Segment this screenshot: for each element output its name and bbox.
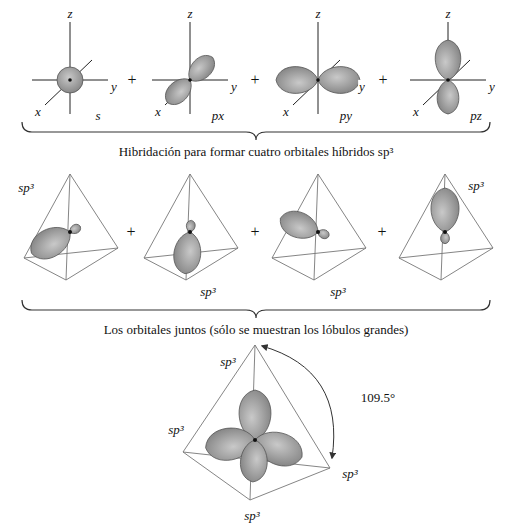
angle-value: 109.5° <box>360 391 396 405</box>
axis-label: y <box>488 80 496 94</box>
orbital-label: sp³ <box>167 423 184 437</box>
tetrahedra <box>24 174 493 280</box>
plus-sign: + <box>126 71 137 89</box>
orbital-label: sp³ <box>243 509 260 523</box>
axis-label: x <box>154 105 162 119</box>
plus-sign: + <box>249 71 260 89</box>
axis-label: y <box>110 80 118 94</box>
axes <box>32 22 486 114</box>
atomic-orbitals <box>57 40 461 114</box>
plus-sign: + <box>125 223 136 241</box>
orbital-label: py <box>339 109 353 123</box>
tetrahedron <box>183 345 330 500</box>
hybrid-orbitals <box>25 188 459 275</box>
axis-label: z <box>444 7 451 21</box>
axis-label: y <box>358 80 366 94</box>
axis-label: z <box>314 7 321 21</box>
orbital-label: sp³ <box>467 179 484 193</box>
orbital-label: sp³ <box>329 285 346 299</box>
plus-sign: + <box>376 223 387 241</box>
orbital-label: sp³ <box>17 181 34 195</box>
plus-sign: + <box>377 71 388 89</box>
orbital-label: sp³ <box>341 467 358 481</box>
axis-label: z <box>66 7 73 21</box>
axis-label: x <box>412 105 420 119</box>
hybrid-orbitals-combined <box>203 390 307 483</box>
axis-label: y <box>230 80 238 94</box>
orbital-label: sp³ <box>199 285 216 299</box>
brace <box>22 122 490 140</box>
axis-label: z <box>186 7 193 21</box>
angle-arc <box>262 346 334 458</box>
brace <box>22 300 490 318</box>
orbital-label: s <box>94 109 101 123</box>
axis-label: x <box>34 105 42 119</box>
orbital-label: px <box>211 109 225 123</box>
orbital-label: sp³ <box>219 355 236 369</box>
caption-text: Hibridación para formar cuatro orbitales… <box>118 145 395 159</box>
plus-sign: + <box>249 223 260 241</box>
caption-text: Los orbitales juntos (sólo se muestran l… <box>103 323 410 337</box>
orbital-label: pz <box>469 109 483 123</box>
axis-label: x <box>282 105 290 119</box>
